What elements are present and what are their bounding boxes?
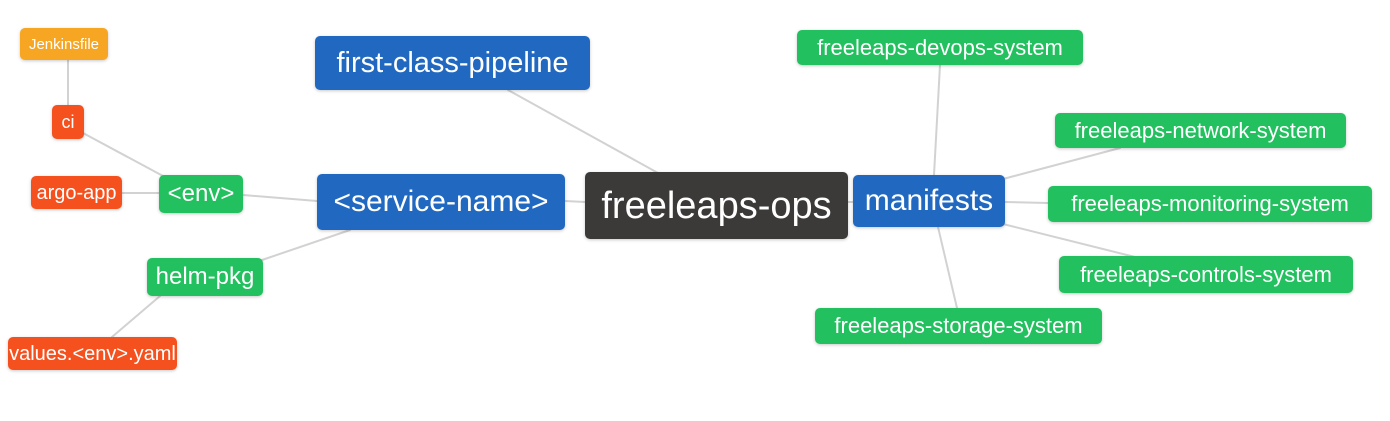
node-devops-system[interactable]: freeleaps-devops-system (797, 30, 1083, 65)
edge-ci-to-env (82, 132, 164, 177)
node-label: first-class-pipeline (336, 46, 569, 79)
node-label: values.<env>.yaml (9, 342, 176, 365)
edge-first-class-pipeline-to-freeleaps-ops (507, 89, 659, 174)
edge-manifests-to-storage-system (937, 226, 958, 309)
edge-helm-pkg-to-values-env-yaml (111, 295, 161, 338)
node-label: <service-name> (333, 185, 549, 218)
node-label: Jenkinsfile (28, 35, 100, 53)
node-label: freeleaps-storage-system (834, 313, 1083, 338)
node-controls-system[interactable]: freeleaps-controls-system (1059, 256, 1353, 293)
node-label: freeleaps-devops-system (817, 34, 1063, 60)
node-label: <env> (167, 180, 235, 207)
edge-env-to-service-name (242, 194, 318, 202)
node-label: freeleaps-controls-system (1080, 261, 1332, 287)
edge-manifests-to-monitoring-system (1004, 201, 1049, 204)
node-values-env-yaml[interactable]: values.<env>.yaml (8, 337, 177, 370)
node-label: ci (61, 112, 75, 132)
node-network-system[interactable]: freeleaps-network-system (1055, 113, 1346, 148)
node-label: freeleaps-monitoring-system (1071, 191, 1349, 216)
edge-manifests-to-network-system (1002, 147, 1121, 180)
node-helm-pkg[interactable]: helm-pkg (147, 258, 263, 296)
edge-manifests-to-controls-system (1002, 223, 1136, 258)
node-monitoring-system[interactable]: freeleaps-monitoring-system (1048, 186, 1372, 222)
node-jenkinsfile[interactable]: Jenkinsfile (20, 28, 108, 60)
edge-service-name-to-helm-pkg (261, 229, 351, 261)
edge-service-name-to-freeleaps-ops (564, 200, 586, 203)
node-first-class-pipeline[interactable]: first-class-pipeline (315, 36, 590, 90)
node-label: freeleaps-network-system (1074, 117, 1327, 143)
node-label: helm-pkg (155, 263, 255, 290)
node-freeleaps-ops[interactable]: freeleaps-ops (585, 172, 848, 239)
edge-manifests-to-devops-system (933, 64, 941, 176)
node-label: manifests (864, 184, 994, 217)
node-storage-system[interactable]: freeleaps-storage-system (815, 308, 1102, 344)
node-argo-app[interactable]: argo-app (31, 176, 122, 209)
node-label: freeleaps-ops (601, 184, 832, 227)
node-service-name[interactable]: <service-name> (317, 174, 565, 230)
node-env[interactable]: <env> (159, 175, 243, 213)
node-ci[interactable]: ci (52, 105, 84, 139)
node-manifests[interactable]: manifests (853, 175, 1005, 227)
node-label: argo-app (36, 181, 117, 204)
